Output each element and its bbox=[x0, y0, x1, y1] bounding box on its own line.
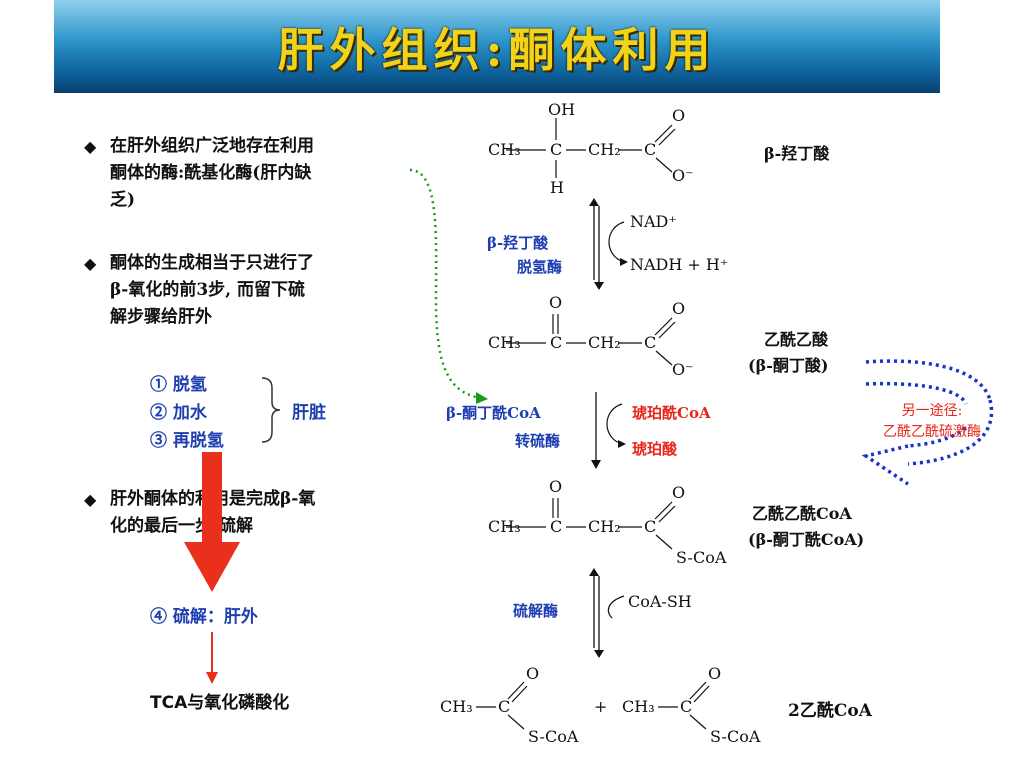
liver-label: 肝脏 bbox=[292, 403, 326, 423]
step-3: ③ 再脱氢 bbox=[150, 431, 224, 451]
compound-acetoacetyl-coa: 乙酰乙酰CoA bbox=[752, 504, 852, 523]
enzyme-3: 硫解酶 bbox=[513, 602, 559, 620]
alternative-route-note: 另一途径: 乙酰乙酰硫激酶 bbox=[883, 403, 981, 440]
step-1: ① 脱氢 bbox=[150, 375, 207, 395]
title-banner: 肝外组织:酮体利用 bbox=[54, 0, 940, 93]
cofactor-coash: CoA-SH bbox=[628, 592, 692, 611]
diamond-bullet-icon: ◆ bbox=[84, 254, 97, 273]
compound-acetoacetate: 乙酰乙酸 bbox=[764, 330, 829, 349]
enzyme-2-line-2: 转硫酶 bbox=[515, 432, 561, 450]
small-down-arrow-icon bbox=[206, 672, 218, 684]
final-step: TCA与氧化磷酸化 bbox=[150, 693, 290, 713]
bullet-1: ◆ 在肝外组织广泛地存在利用 酮体的酶:酰基化酶(肝内缺 乏) bbox=[84, 133, 314, 214]
compound-b-hydroxybutyrate: β-羟丁酸 bbox=[764, 144, 830, 163]
cofactor-succinate: 琥珀酸 bbox=[632, 440, 678, 458]
cofactor-nad: NAD⁺ bbox=[630, 212, 677, 231]
enzyme-2-line-1: β-酮丁酰CoA bbox=[446, 404, 541, 422]
diamond-bullet-icon: ◆ bbox=[84, 490, 97, 509]
diamond-bullet-icon: ◆ bbox=[84, 137, 97, 156]
alt-route-arrow-icon bbox=[861, 444, 909, 486]
cofactor-nadh: NADH + H⁺ bbox=[630, 255, 729, 274]
green-dotted-link bbox=[409, 168, 481, 400]
step-4: ④ 硫解：肝外 bbox=[150, 607, 258, 627]
compound-2-acetyl-coa: 2乙酰CoA bbox=[788, 701, 872, 721]
cofactor-succinyl-coa: 琥珀酰CoA bbox=[632, 404, 711, 422]
compound-acetoacetate-alt: (β-酮丁酸) bbox=[748, 356, 829, 375]
brace-icon bbox=[261, 377, 281, 443]
slide-title: 肝外组织:酮体利用 bbox=[277, 23, 717, 77]
step-2: ② 加水 bbox=[150, 403, 207, 423]
enzyme-1-line-2: 脱氢酶 bbox=[517, 258, 563, 276]
compound-acetoacetyl-coa-alt: (β-酮丁酰CoA) bbox=[748, 530, 865, 549]
big-down-arrow-icon bbox=[184, 452, 240, 592]
enzyme-1-line-1: β-羟丁酸 bbox=[487, 234, 549, 252]
bullet-2: ◆ 酮体的生成相当于只进行了 β-氧化的前3步, 而留下硫 解步骤给肝外 bbox=[84, 250, 314, 331]
